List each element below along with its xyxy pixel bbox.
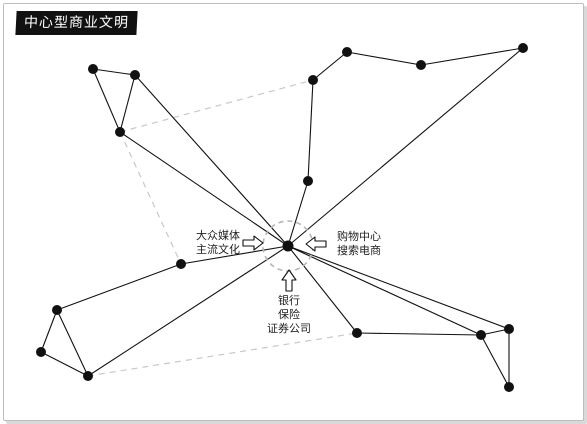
node (303, 176, 313, 186)
label-media-line1: 大众媒体 (196, 228, 240, 242)
solid-edges (40, 47, 524, 388)
nodes (36, 43, 528, 392)
node (88, 64, 98, 74)
node (115, 127, 125, 137)
node (308, 75, 318, 85)
label-finance-line2: 保险 (278, 307, 300, 321)
hub-node (282, 240, 294, 252)
node (504, 324, 514, 334)
node (416, 60, 426, 70)
label-media-line2: 主流文化 (196, 242, 240, 256)
diagram-frame (3, 3, 584, 421)
node (476, 330, 486, 340)
node (36, 347, 46, 357)
node (83, 371, 93, 381)
node (130, 70, 140, 80)
label-shopping-line1: 购物中心 (337, 229, 381, 243)
label-finance-line1: 银行 (278, 293, 300, 307)
node (504, 382, 514, 392)
node (518, 43, 528, 53)
arrow-left-icon (305, 236, 327, 252)
node (352, 328, 362, 338)
node (52, 305, 62, 315)
arrow-up-icon (281, 269, 297, 292)
label-finance-line3: 证券公司 (267, 321, 311, 335)
node (342, 47, 352, 57)
arrow-right-icon (242, 235, 264, 251)
node (176, 259, 186, 269)
label-shopping-line2: 搜索电商 (337, 243, 381, 257)
dashed-links (87, 79, 358, 377)
